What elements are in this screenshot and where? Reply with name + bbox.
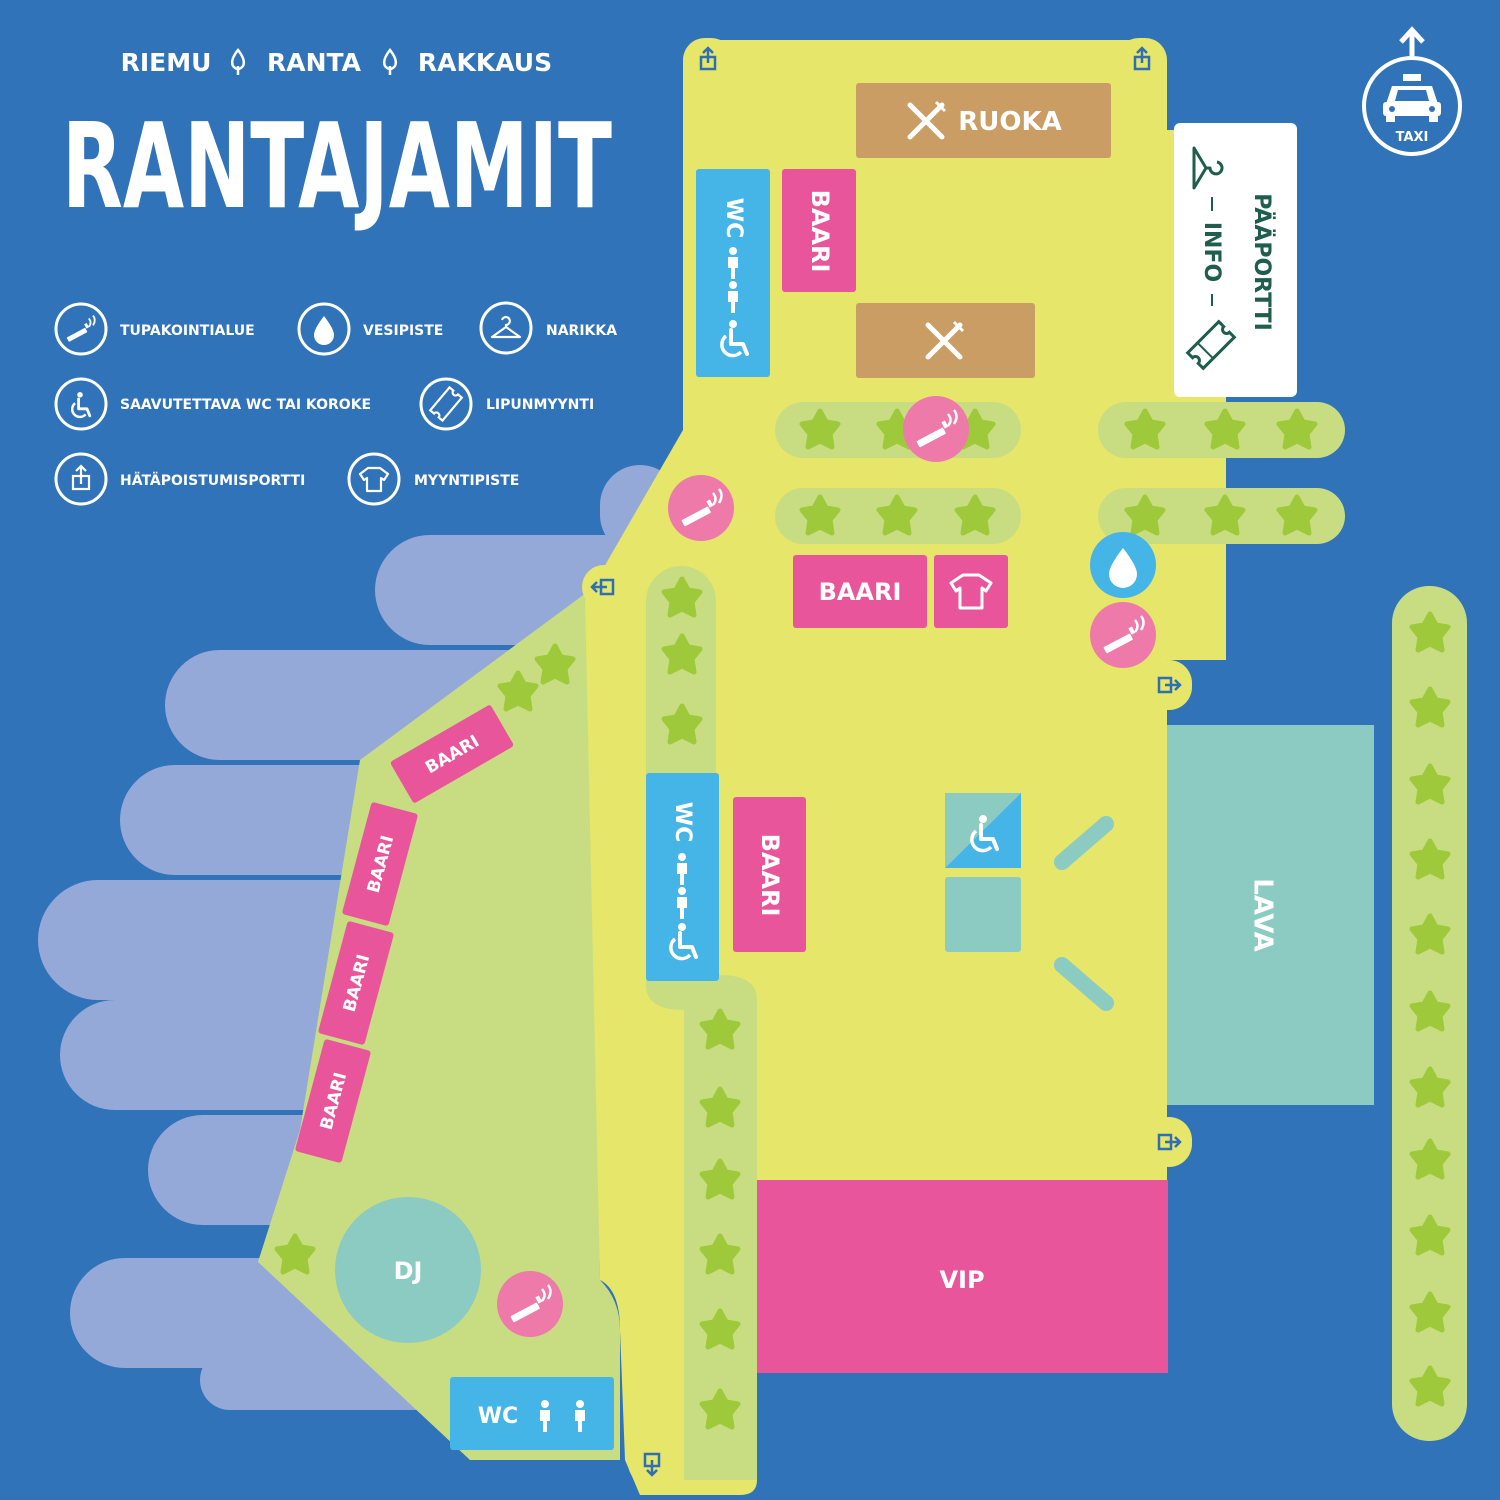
smoking-spot[interactable] — [1090, 602, 1156, 668]
svg-text:SAAVUTETTAVA WC TAI KOROKE: SAAVUTETTAVA WC TAI KOROKE — [120, 397, 371, 413]
water-point[interactable] — [1090, 532, 1156, 598]
smoking-spot[interactable] — [668, 475, 734, 541]
bar-lake-4[interactable]: BAARI — [295, 1039, 371, 1163]
smoking-spot[interactable] — [903, 396, 969, 462]
cutlery-icon — [907, 100, 947, 140]
main-gate[interactable] — [1174, 123, 1297, 397]
emergency-exit-icon — [54, 452, 108, 506]
svg-text:HÄTÄPOISTUMISPORTTI: HÄTÄPOISTUMISPORTTI — [120, 472, 305, 489]
tshirt-icon — [949, 573, 993, 610]
svg-text:LIPUNMYYNTI: LIPUNMYYNTI — [486, 397, 594, 413]
hanger-icon — [1192, 146, 1224, 190]
bar-middle-label: BAARI — [819, 578, 902, 606]
platform-box — [945, 877, 1021, 952]
bar-middle[interactable] — [793, 555, 927, 628]
merch-stand[interactable] — [934, 555, 1008, 628]
smoking-icon — [54, 302, 108, 356]
gate-info-label: INFO — [1199, 222, 1224, 282]
wc-top-label: WC — [721, 198, 746, 238]
bar-center[interactable] — [733, 797, 806, 952]
wc-center-label: WC — [670, 802, 695, 842]
svg-text:MYYNTIPISTE: MYYNTIPISTE — [414, 473, 519, 489]
dj-area[interactable] — [335, 1197, 481, 1343]
tagline-3: RAKKAUS — [418, 48, 552, 77]
vip-label: VIP — [939, 1266, 984, 1294]
leaf-icon — [382, 47, 398, 75]
food-area-main[interactable] — [856, 83, 1111, 158]
ticket-icon — [1185, 319, 1237, 371]
tagline-2: RANTA — [267, 48, 362, 77]
bar-top-label: BAARI — [806, 190, 834, 273]
taxi-label: TAXI — [1396, 130, 1429, 145]
tagline-1: RIEMU — [121, 48, 212, 77]
festival-logo: RANTAJAMIT — [62, 97, 612, 235]
food-label: RUOKA — [958, 107, 1062, 137]
water-drop-icon — [297, 302, 351, 356]
stage-lava[interactable] — [1167, 725, 1374, 1105]
bar-lake-3[interactable]: BAARI — [318, 921, 394, 1045]
tshirt-icon — [347, 452, 401, 506]
leaf-icon — [230, 47, 246, 75]
bar-lake-2[interactable]: BAARI — [342, 802, 418, 926]
cutlery-icon — [925, 320, 965, 360]
svg-text:NARIKKA: NARIKKA — [546, 323, 617, 339]
wc-bottom-label: WC — [478, 1404, 518, 1429]
vip-area[interactable] — [757, 1180, 1168, 1373]
wheelchair-icon — [54, 377, 108, 431]
taxi-icon[interactable]: TAXI — [1362, 26, 1462, 156]
hanger-icon — [479, 301, 533, 355]
smoking-spot[interactable] — [497, 1271, 563, 1337]
bar-center-label: BAARI — [756, 834, 784, 917]
map-legend: TUPAKOINTIALUE VESIPISTE NARIKKA SAAVUTE… — [54, 301, 617, 506]
wc-bottom[interactable] — [450, 1377, 614, 1450]
svg-text:VESIPISTE: VESIPISTE — [363, 323, 443, 339]
svg-text:TUPAKOINTIALUE: TUPAKOINTIALUE — [120, 323, 255, 339]
dj-label: DJ — [394, 1257, 423, 1285]
ticket-icon — [419, 377, 473, 431]
bar-top[interactable] — [782, 169, 856, 292]
gate-title-label: PÄÄPORTTI — [1249, 193, 1275, 331]
stage-lava-label: LAVA — [1248, 878, 1278, 951]
